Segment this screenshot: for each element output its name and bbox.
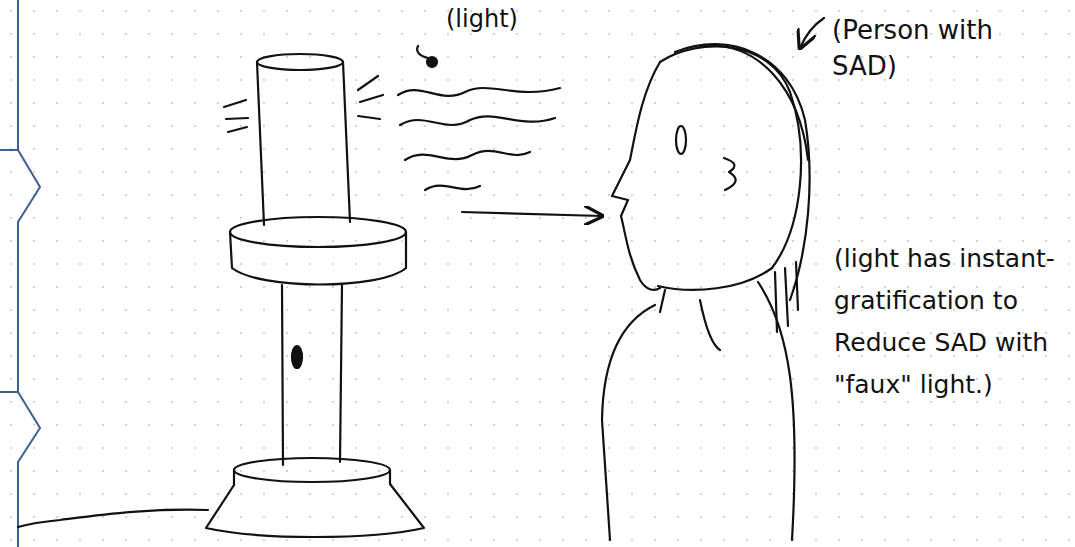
note-label: (light has instant-gratification to Redu…: [834, 238, 1062, 406]
light-label: (light): [446, 4, 566, 34]
lamp: [18, 54, 424, 537]
person-label: (Person with SAD): [832, 12, 1064, 84]
frame-edge: [0, 150, 18, 392]
light-waves: [398, 46, 602, 216]
person: [602, 44, 810, 540]
leader-arrow: [800, 18, 824, 48]
frame-edge: [18, 0, 40, 547]
